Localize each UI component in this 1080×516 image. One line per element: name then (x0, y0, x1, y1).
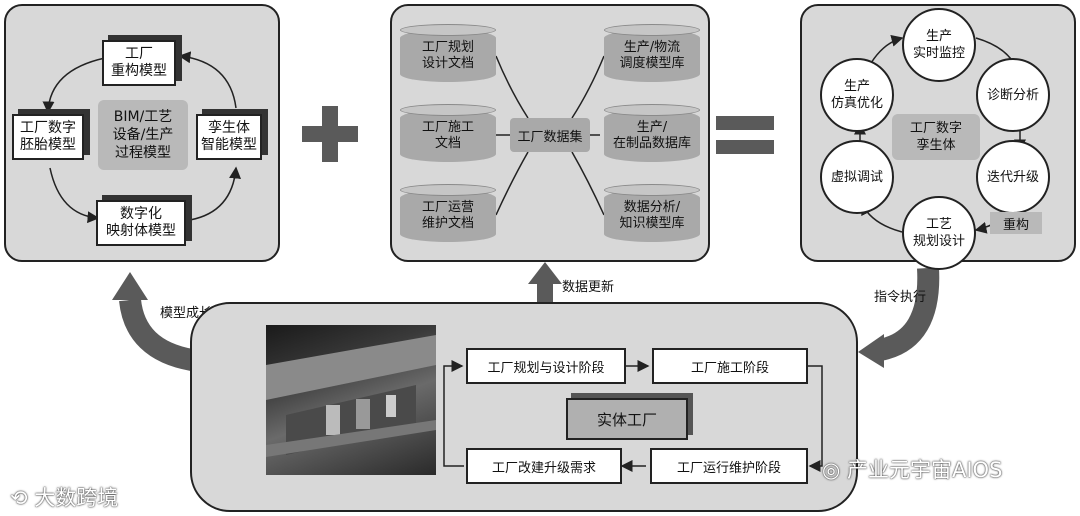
diagnosis-analysis-node: 诊断分析 (976, 58, 1050, 132)
construction-doc-db: 工厂施工 文档 (400, 104, 496, 162)
knowledge-model-label: 数据分析/ 知识模型库 (619, 200, 685, 231)
renovation-upgrade-stage: 工厂改建升级需求 (466, 448, 622, 484)
operation-maintenance-doc-db: 工厂运营 维护文档 (400, 184, 496, 242)
twin-intelligent-model-box: 孪生体 智能模型 (196, 114, 262, 160)
bim-process-model-note: BIM/工艺 设备/生产 过程模型 (98, 100, 188, 170)
virtual-commissioning-node: 虚拟调试 (820, 140, 894, 214)
watermark-left-text: 大数跨境 (34, 486, 119, 510)
operation-maintenance-stage: 工厂运行维护阶段 (650, 448, 808, 484)
iterative-upgrade-node: 迭代升级 (976, 140, 1050, 214)
equals-symbol-bottom (716, 140, 774, 154)
planning-design-doc-label: 工厂规划 设计文档 (421, 40, 474, 71)
factory-reconstruction-model-box: 工厂 重构模型 (102, 40, 176, 86)
reconstruct-tag: 重构 (990, 212, 1042, 234)
factory-dataset-hub: 工厂数据集 (510, 118, 590, 152)
planning-design-doc-db: 工厂规划 设计文档 (400, 24, 496, 82)
wip-database-label: 生产/ 在制品数据库 (612, 120, 691, 151)
factory-3d-render-image (266, 325, 436, 475)
data-update-label: 数据更新 (562, 280, 615, 295)
watermark-right: ◎ 产业元宇宙AIOS (822, 454, 1002, 484)
simulation-optimization-node: 生产 仿真优化 (820, 58, 894, 132)
factory-digital-embryo-model-box: 工厂数字 胚胎模型 (12, 114, 84, 160)
plus-symbol-vertical (322, 106, 338, 162)
watermark-left: ⟲ 大数跨境 (10, 482, 118, 512)
production-logistics-model-label: 生产/物流 调度模型库 (619, 40, 685, 71)
factory-digital-twin-center: 工厂数字 孪生体 (892, 114, 980, 160)
equals-symbol-top (716, 116, 774, 130)
operation-maintenance-doc-label: 工厂运营 维护文档 (421, 200, 474, 231)
watermark-left-icon: ⟲ (10, 486, 35, 510)
digital-mapping-model-box: 数字化 映射体模型 (96, 200, 186, 246)
wechat-icon: ◎ (822, 458, 847, 482)
process-planning-node: 工艺 规划设计 (902, 196, 976, 270)
instruction-execution-label: 指令执行 (874, 290, 927, 305)
realtime-monitoring-node: 生产 实时监控 (902, 8, 976, 82)
construction-stage: 工厂施工阶段 (652, 348, 808, 384)
construction-doc-label: 工厂施工 文档 (421, 120, 474, 151)
knowledge-model-db: 数据分析/ 知识模型库 (604, 184, 700, 242)
production-logistics-model-db: 生产/物流 调度模型库 (604, 24, 700, 82)
planning-design-stage: 工厂规划与设计阶段 (466, 348, 626, 384)
physical-factory-box: 实体工厂 (566, 398, 688, 440)
wip-database: 生产/ 在制品数据库 (604, 104, 700, 162)
watermark-right-text: 产业元宇宙AIOS (847, 458, 1003, 482)
